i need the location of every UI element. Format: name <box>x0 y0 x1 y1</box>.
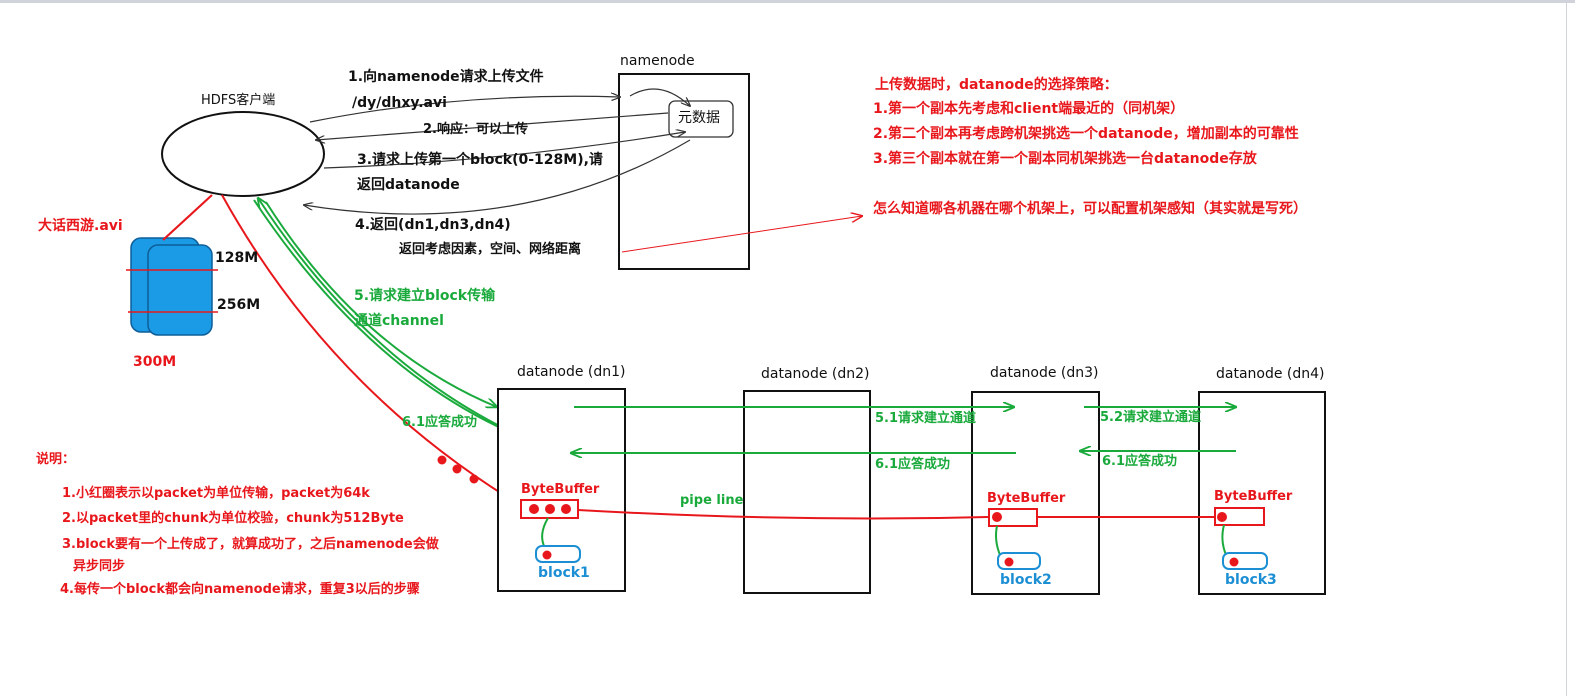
file-mark-256: 256M <box>217 297 261 313</box>
datanode-dn2-box <box>743 390 871 594</box>
request-52-label: 5.2请求建立通道 <box>1100 410 1202 425</box>
arrow-step4 <box>304 139 691 215</box>
file-mark-128: 128M <box>215 250 259 266</box>
step4-label: 4.返回(dn1,dn3,dn4) <box>355 217 511 233</box>
arrow-rack-note <box>621 216 862 253</box>
notes-item: 2.以packet里的chunk为单位校验，chunk为512Byte <box>62 511 404 526</box>
bytebuffer-to-block2 <box>995 525 1001 556</box>
ack-client-label: 6.1应答成功 <box>402 415 478 430</box>
block3-label: block3 <box>1225 572 1277 588</box>
step5-label-cont: 通道channel <box>354 313 444 329</box>
step5-label: 5.请求建立block传输 <box>354 288 496 304</box>
datanode-dn3-label: datanode (dn3) <box>990 365 1099 381</box>
rack-awareness-note: 怎么知道哪各机器在哪个机架上，可以配置机架感知（其实就是写死） <box>873 201 1307 217</box>
block1-box <box>535 545 581 563</box>
bytebuffer-dn4-label: ByteBuffer <box>1214 489 1293 504</box>
bytebuffer-packet <box>529 504 539 514</box>
strategy-item: 2.第二个副本再考虑跨机架挑选一个datanode，增加副本的可靠性 <box>873 126 1299 142</box>
block2-box <box>997 552 1041 570</box>
block2-label: block2 <box>1000 572 1052 588</box>
pipe-line-label: pipe line <box>680 493 744 508</box>
arrow-step2 <box>316 112 669 140</box>
notes-item-cont: 异步同步 <box>73 559 126 574</box>
notes-title: 说明： <box>36 452 76 467</box>
hdfs-client-node <box>161 111 325 197</box>
bytebuffer-dn1-label: ByteBuffer <box>521 482 600 497</box>
metadata-box <box>668 100 734 138</box>
datanode-dn2-label: datanode (dn2) <box>761 366 870 382</box>
bytebuffer-dn3-label: ByteBuffer <box>987 491 1066 506</box>
bytebuffer-to-block3 <box>1221 524 1227 556</box>
arrow-step1 <box>309 96 620 123</box>
strategy-item: 3.第三个副本就在第一个副本同机架挑选一台datanode存放 <box>873 151 1257 167</box>
step3-label: 3.请求上传第一个block(0-128M),请 <box>357 152 603 168</box>
packet-dot <box>469 474 479 484</box>
bytebuffer-packet <box>545 504 555 514</box>
block3-box <box>1222 552 1268 570</box>
step3-label-cont: 返回datanode <box>357 177 460 193</box>
step1-path: /dy/dhxy.avi <box>352 95 447 111</box>
block1-label: block1 <box>538 565 590 581</box>
ack-dn3-label: 6.1应答成功 <box>875 457 951 472</box>
arrow-channel-request <box>265 201 497 407</box>
client-label: HDFS客户端 <box>201 93 276 108</box>
file-block-front <box>147 244 213 336</box>
arrow-step3 <box>323 132 685 169</box>
datanode-dn4-label: datanode (dn4) <box>1216 366 1325 382</box>
packet-dot <box>452 464 462 474</box>
file-name: 大话西游.avi <box>38 218 123 234</box>
step1-label: 1.向namenode请求上传文件 <box>348 69 544 85</box>
step2-label: 2.响应：可以上传 <box>423 122 528 137</box>
strategy-title: 上传数据时，datanode的选择策略： <box>875 77 1118 93</box>
notes-item: 1.小红圈表示以packet为单位传输，packet为64k <box>62 486 370 501</box>
bytebuffer-dn3 <box>988 508 1038 527</box>
notes-item: 3.block要有一个上传成了，就算成功了，之后namenode会做 <box>62 537 439 552</box>
bytebuffer-packet <box>1217 512 1227 522</box>
bytebuffer-dn4 <box>1214 507 1265 526</box>
window-top-border <box>0 0 1575 3</box>
notes-item: 4.每传一个block都会向namenode请求，重复3以后的步骤 <box>60 582 420 597</box>
file-to-client-line <box>162 194 213 241</box>
file-size: 300M <box>133 354 177 370</box>
namenode-label: namenode <box>620 53 695 69</box>
arrow-step1-meta <box>629 88 690 106</box>
block2-dot <box>1004 557 1014 567</box>
packet-path <box>221 194 521 506</box>
step4-note: 返回考虑因素，空间、网络距离 <box>399 242 582 257</box>
bytebuffer-packet <box>561 504 571 514</box>
metadata-label: 元数据 <box>678 110 720 126</box>
block3-dot <box>1229 557 1239 567</box>
pipe-line-dn1-dn3 <box>577 509 989 520</box>
request-51-label: 5.1请求建立通道 <box>875 411 977 426</box>
packet-dot <box>437 455 447 465</box>
datanode-dn1-label: datanode (dn1) <box>517 364 626 380</box>
block1-dot <box>542 550 552 560</box>
strategy-item: 1.第一个副本先考虑和client端最近的（同机架） <box>873 101 1185 117</box>
window-right-border <box>1566 3 1567 696</box>
bytebuffer-packet <box>992 512 1002 522</box>
ack-dn4-label: 6.1应答成功 <box>1102 454 1178 469</box>
